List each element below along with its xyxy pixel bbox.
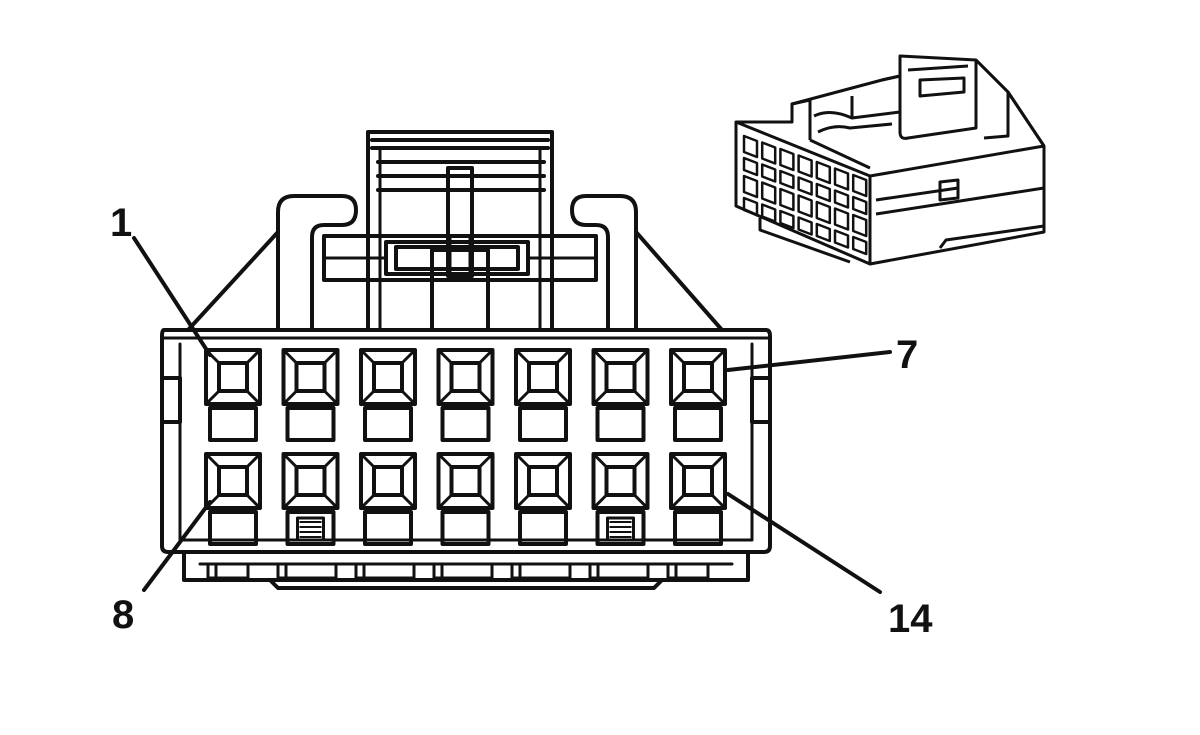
pin-slot-13 [595, 510, 646, 546]
iso-cavity-10 [779, 187, 795, 212]
bottom-notch [510, 562, 572, 580]
left-side-tab [162, 376, 182, 424]
bottom-notch [206, 562, 250, 580]
iso-cavity-8 [742, 174, 759, 199]
iso-slot-2 [760, 163, 777, 183]
pin-cavity-10 [359, 452, 417, 510]
pin-slot-10 [363, 510, 413, 546]
iso-slot-9 [760, 203, 777, 223]
lock-slot-13 [606, 516, 635, 542]
pin-cavities [204, 348, 727, 546]
connector-front-view [160, 130, 772, 590]
iso-cavity-1 [742, 134, 759, 159]
iso-cavity-12 [815, 200, 832, 225]
pin-slot-12 [518, 510, 568, 546]
bottom-notch [588, 562, 650, 580]
pin-slot-4 [440, 406, 491, 442]
iso-cavity-13 [833, 207, 850, 231]
iso-slot-5 [815, 182, 832, 203]
leader-line-pin-8 [142, 500, 212, 592]
pin-cavity-2 [281, 348, 340, 406]
pin-cavity-7 [669, 348, 727, 406]
iso-cavity-11 [797, 194, 813, 218]
leader-lines [132, 236, 892, 594]
pin-slot-9 [285, 510, 336, 546]
pin-label-8: 8 [112, 593, 134, 637]
iso-cavity-5 [815, 160, 832, 185]
pin-label-7: 7 [896, 333, 918, 377]
iso-slot-10 [779, 209, 795, 230]
bottom-notches [206, 562, 710, 580]
iso-slot-3 [779, 169, 795, 190]
pin-slot-3 [363, 406, 413, 442]
iso-slot-13 [833, 229, 850, 249]
iso-slot-12 [815, 222, 832, 243]
pin-slot-6 [595, 406, 646, 442]
lock-tab [430, 248, 490, 332]
leader-line-pin-7 [726, 350, 892, 372]
iso-slot-1 [742, 156, 759, 177]
iso-cavity-4 [797, 154, 813, 178]
pin-slot-14 [673, 510, 723, 546]
iso-cavity-2 [760, 141, 777, 165]
pin-cavity-5 [514, 348, 572, 406]
pin-slot-1 [208, 406, 258, 442]
iso-cavity-7 [851, 173, 868, 198]
lock-post [446, 166, 474, 278]
bottom-notch [666, 562, 710, 580]
pin-cavity-8 [204, 452, 262, 510]
pin-cavity-6 [591, 348, 650, 406]
iso-slot-14 [851, 235, 868, 256]
bottom-lip [268, 578, 664, 590]
right-ramp [634, 230, 724, 332]
pin-cavity-12 [514, 452, 572, 510]
lock-slot-9 [296, 516, 325, 542]
pin-slot-7 [673, 406, 723, 442]
bottom-notch [354, 562, 416, 580]
right-side-tab [750, 376, 770, 424]
pin-cavity-4 [436, 348, 495, 406]
iso-cavity-9 [760, 181, 777, 205]
left-ramp [186, 230, 280, 332]
iso-slot-8 [742, 196, 759, 217]
pin-cavity-9 [281, 452, 340, 510]
pin-cavity-11 [436, 452, 495, 510]
iso-slot-11 [797, 216, 813, 236]
pin-cavity-14 [669, 452, 727, 510]
iso-slot-4 [797, 176, 813, 196]
pin-slot-11 [440, 510, 491, 546]
bottom-notch [432, 562, 494, 580]
connector-isometric-view [734, 54, 1046, 266]
connector-body-inner [178, 342, 754, 542]
iso-cavity-6 [833, 167, 850, 191]
left-latch-hook [276, 194, 358, 332]
right-latch-hook [570, 194, 638, 332]
pin-slot-2 [285, 406, 336, 442]
bottom-strip [182, 550, 750, 582]
pin-label-14: 14 [888, 597, 933, 641]
pin-cavity-1 [204, 348, 262, 406]
connector-body-outer [160, 328, 772, 554]
leader-line-pin-1 [132, 236, 212, 357]
bottom-notch [276, 562, 338, 580]
pin-cavity-3 [359, 348, 417, 406]
iso-slot-6 [833, 189, 850, 209]
iso-cavity-14 [851, 213, 868, 238]
leader-line-pin-14 [726, 492, 882, 594]
pin-cavity-13 [591, 452, 650, 510]
iso-cavity-3 [779, 147, 795, 172]
lock-tower-outline [366, 130, 554, 332]
iso-pin-cavities [742, 134, 868, 256]
iso-slot-7 [851, 195, 868, 216]
pin-slot-5 [518, 406, 568, 442]
pin-label-1: 1 [110, 201, 132, 245]
pin-slot-8 [208, 510, 258, 546]
